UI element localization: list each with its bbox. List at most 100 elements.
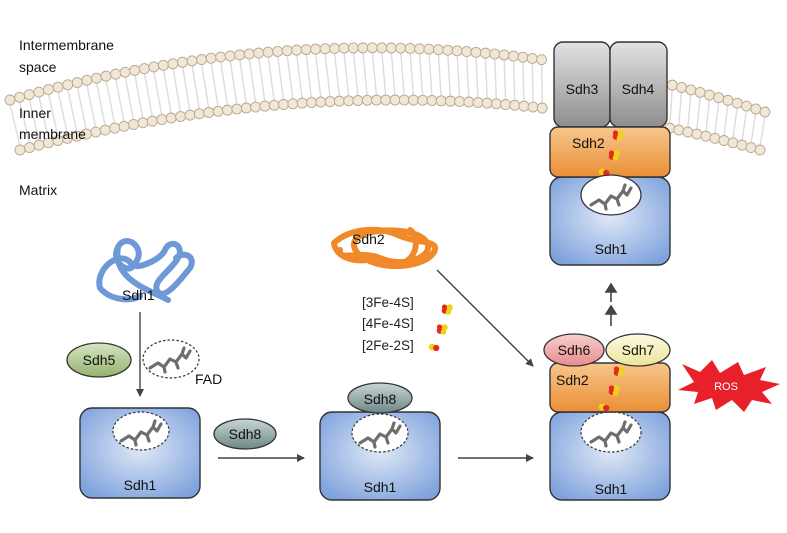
lipid-tail xyxy=(723,104,729,137)
lipid-tail xyxy=(114,78,125,123)
lipid-head xyxy=(240,102,252,114)
lipid-tail xyxy=(28,98,40,142)
lipid-tail xyxy=(428,53,433,97)
lipid-tail xyxy=(447,54,452,98)
lipid-head xyxy=(157,59,169,71)
label-intermembrane: Intermembrane xyxy=(19,37,114,53)
label-matrix: Matrix xyxy=(19,182,57,198)
sdh7-factor xyxy=(605,333,671,367)
lipid-head xyxy=(306,97,317,108)
lipid-head xyxy=(156,114,168,125)
lipid-head xyxy=(741,100,752,112)
lipid-tail xyxy=(18,101,31,144)
lipid-tail xyxy=(352,51,359,97)
lipid-tail xyxy=(390,51,396,97)
label-membrane: membrane xyxy=(19,126,86,142)
lipid-head xyxy=(414,43,425,55)
sdh1-label-middle: Sdh1 xyxy=(364,479,397,495)
lipid-head xyxy=(371,94,382,106)
lipid-tail xyxy=(276,55,285,101)
lipid-head xyxy=(52,81,64,93)
lipid-tail xyxy=(134,74,144,119)
sdh1-label-final: Sdh1 xyxy=(595,241,628,257)
lipid-head xyxy=(489,48,501,60)
lipid-head xyxy=(215,51,227,63)
lipid-head xyxy=(361,94,373,106)
sdh8-label-bound: Sdh8 xyxy=(364,391,397,407)
lipid-tail xyxy=(696,96,701,131)
lipid-head xyxy=(432,44,444,56)
lipid-tail xyxy=(678,91,683,127)
lipid-tail xyxy=(484,57,488,100)
lipid-head xyxy=(380,94,392,106)
lipid-tail xyxy=(286,54,294,100)
fe-s-3fe4s-label: [3Fe-4S] xyxy=(362,295,414,310)
lipid-tail xyxy=(522,61,525,103)
lipid-head xyxy=(300,44,312,56)
lipid-head xyxy=(500,99,511,110)
ros-burst-icon xyxy=(678,360,780,412)
lipid-head xyxy=(296,97,308,109)
sdh4-label: Sdh4 xyxy=(622,81,655,97)
lipid-head xyxy=(224,50,236,62)
lipid-tail xyxy=(219,60,229,107)
sdh1-unfolded: Sdh1 xyxy=(96,238,195,303)
lipid-head xyxy=(119,66,131,78)
label-space: space xyxy=(19,59,57,75)
assembled-complex: Sdh3 Sdh4 Sdh2 Sdh1 xyxy=(549,41,671,266)
sdh1-label-left: Sdh1 xyxy=(124,477,157,493)
lipid-head xyxy=(366,42,378,54)
lipid-head xyxy=(536,54,548,66)
lipid-head xyxy=(750,103,762,115)
sdh2-label-final: Sdh2 xyxy=(572,135,605,151)
lipid-head xyxy=(676,82,688,93)
lipid-head xyxy=(100,70,112,82)
lipid-head xyxy=(417,94,429,106)
sdh1-unfolded-chain xyxy=(96,238,195,303)
lipid-head xyxy=(90,72,102,84)
lipid-head xyxy=(736,139,748,151)
lipid-head xyxy=(148,61,160,73)
lipid-head xyxy=(408,94,419,106)
lipid-head xyxy=(509,99,521,111)
lipid-head xyxy=(14,144,26,156)
lipid-tails xyxy=(9,51,766,147)
lipid-tail xyxy=(705,98,711,133)
lipid-head xyxy=(71,77,83,88)
lipid-head xyxy=(110,68,122,80)
lipid-head xyxy=(451,45,463,57)
sdh5-factor xyxy=(66,342,132,378)
intermediate-complex: Sdh2 Sdh6 Sdh7 Sdh1 xyxy=(543,333,671,501)
lipid-head xyxy=(536,102,548,114)
lipid-tail xyxy=(95,82,106,127)
lipid-head xyxy=(694,86,706,98)
lipid-tail xyxy=(229,59,238,106)
lipid-head xyxy=(682,126,694,138)
lipid-head xyxy=(99,124,111,136)
lipid-head xyxy=(479,47,491,59)
lipid-tail xyxy=(153,70,163,116)
sdh8-factor xyxy=(213,418,277,450)
lipid-head xyxy=(118,120,130,132)
lipid-head xyxy=(24,142,35,153)
lipid-tail xyxy=(409,52,415,97)
lipid-head xyxy=(703,89,715,101)
lipid-tail xyxy=(248,57,257,104)
lipid-head xyxy=(385,42,397,54)
lipid-tail xyxy=(741,109,748,142)
fe-s-4fe4s-icon xyxy=(436,324,448,335)
lipid-head xyxy=(481,97,493,109)
lipid-head xyxy=(338,42,350,54)
lipid-head xyxy=(526,52,538,64)
sdh8-label: Sdh8 xyxy=(229,426,262,442)
fe-s-3fe4s-icon xyxy=(441,304,453,315)
lipid-tail xyxy=(371,51,378,97)
inner-membrane-bilayer xyxy=(4,42,771,156)
lipid-tail xyxy=(324,52,331,98)
lipid-head xyxy=(315,96,327,108)
lipid-head xyxy=(666,79,678,91)
lipid-head xyxy=(745,142,757,153)
lipid-head xyxy=(685,84,697,96)
sdh2-unfolded-chain xyxy=(331,226,439,270)
